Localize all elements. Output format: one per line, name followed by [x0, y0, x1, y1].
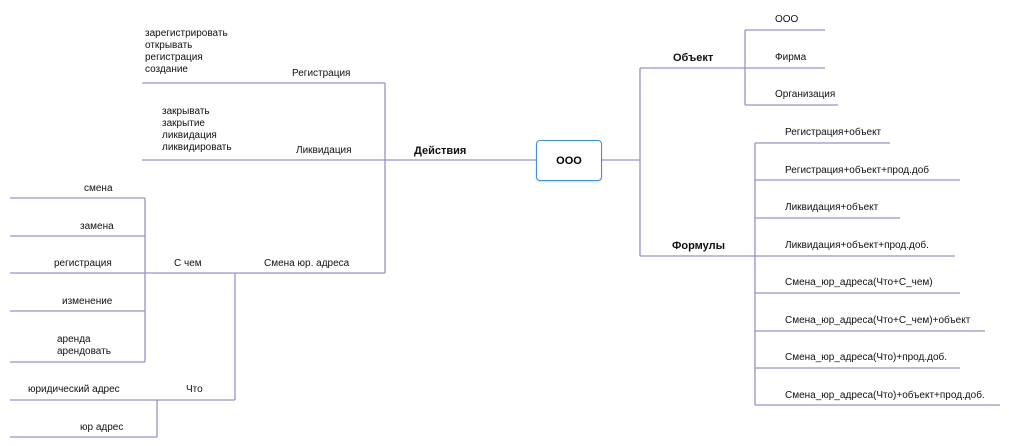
with-what-item-smena[interactable]: смена	[84, 183, 113, 194]
liquidation-words[interactable]: закрывать закрытие ликвидация ликвидиров…	[162, 106, 232, 153]
formula-item[interactable]: Регистрация+объект	[785, 127, 882, 138]
formulas-node[interactable]: Формулы	[672, 240, 726, 252]
registration-node[interactable]: Регистрация	[292, 68, 351, 79]
what-item-legal-address[interactable]: юридический адрес	[28, 384, 120, 395]
object-node[interactable]: Объект	[673, 52, 714, 64]
formula-item[interactable]: Смена_юр_адреса(Что+С_чем)	[785, 277, 933, 288]
liquidation-node[interactable]: Ликвидация	[296, 145, 352, 156]
formula-item[interactable]: Смена_юр_адреса(Что)+объект+прод.доб.	[785, 390, 985, 401]
object-item-firma[interactable]: Фирма	[775, 52, 807, 63]
registration-words[interactable]: зарегистрировать открывать регистрация с…	[145, 28, 228, 75]
object-item-organization[interactable]: Организация	[775, 89, 836, 100]
what-node[interactable]: Что	[186, 384, 203, 395]
center-node[interactable]: ООО	[536, 140, 602, 181]
formula-item[interactable]: Смена_юр_адреса(Что+С_чем)+объект	[785, 315, 971, 326]
formula-item[interactable]: Регистрация+объект+прод.доб	[785, 165, 930, 176]
formula-item[interactable]: Смена_юр_адреса(Что)+прод.доб.	[785, 352, 948, 363]
with-what-item-registration[interactable]: регистрация	[54, 258, 112, 269]
with-what-item-zamena[interactable]: замена	[80, 221, 114, 232]
actions-node[interactable]: Действия	[414, 145, 467, 157]
formula-item[interactable]: Ликвидация+объект+прод.доб.	[785, 240, 929, 251]
with-what-item-arenda[interactable]: аренда арендовать	[57, 334, 111, 357]
object-item-ooo[interactable]: ООО	[775, 14, 799, 25]
with-what-node[interactable]: С чем	[174, 258, 202, 269]
formula-item[interactable]: Ликвидация+объект	[785, 202, 879, 213]
what-item-jur-address[interactable]: юр адрес	[80, 422, 124, 433]
address-change-node[interactable]: Смена юр. адреса	[264, 258, 350, 269]
with-what-item-izmenenie[interactable]: изменение	[62, 296, 113, 307]
